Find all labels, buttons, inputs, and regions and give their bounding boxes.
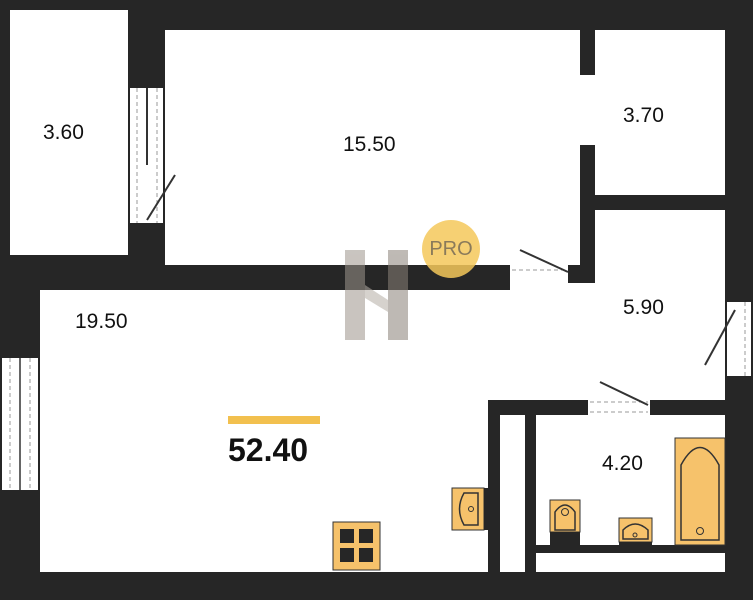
entrance-door[interactable] [704, 302, 751, 376]
room-area-wardrobe: 3.70 [623, 104, 664, 127]
room-area-hallway: 5.90 [623, 296, 664, 319]
bathroom-sink-icon [618, 517, 653, 547]
room-area-balcony: 3.60 [43, 121, 84, 144]
stove-icon [332, 521, 381, 571]
kitchen-sink-icon [451, 487, 489, 531]
bathtub-icon [674, 437, 726, 546]
total-area-bar [228, 416, 320, 424]
balcony-door[interactable] [130, 88, 176, 223]
bedroom-door[interactable] [512, 249, 569, 273]
room-area-bathroom: 4.20 [602, 452, 643, 475]
toilet-icon [549, 499, 581, 547]
room-area-living: 19.50 [75, 310, 128, 333]
room-area-bedroom: 15.50 [343, 133, 396, 156]
logo-watermark [345, 250, 408, 340]
pro-badge: PRO [422, 220, 480, 278]
total-area: 52.40 [228, 432, 309, 468]
left-window [2, 358, 38, 490]
bathroom-door[interactable] [590, 381, 649, 413]
